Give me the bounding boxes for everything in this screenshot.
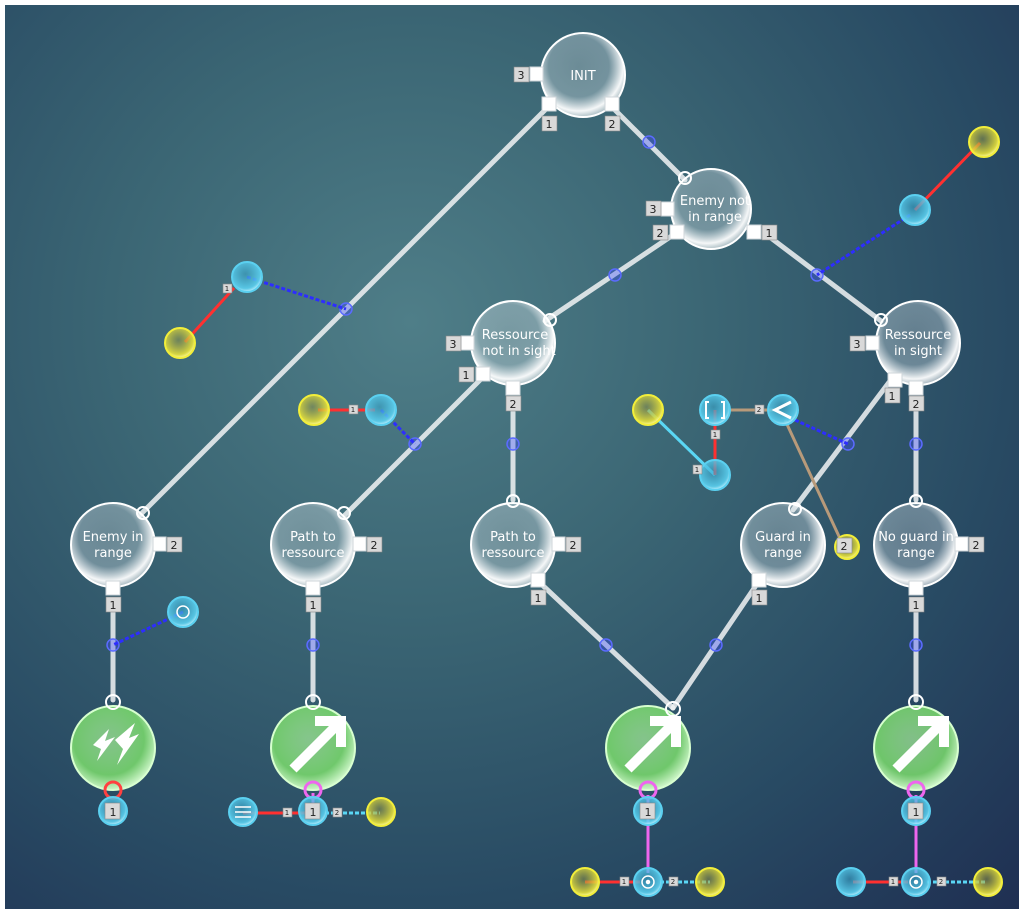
- port-badge: 1: [622, 878, 626, 886]
- port-badge: 1: [756, 592, 763, 605]
- node-init-label: INIT: [570, 69, 595, 84]
- port-badge: 1: [351, 406, 355, 414]
- port-badge: 3: [650, 203, 657, 216]
- node-label: in sight: [894, 344, 942, 359]
- less-than-icon: [771, 400, 792, 420]
- behavior-graph-canvas[interactable]: INIT 3 1 2 Enemy not in range 3 2 1 Ress…: [5, 5, 1019, 909]
- node-label: Guard in: [755, 530, 811, 545]
- port-badge: 3: [854, 338, 861, 351]
- node-label: Ressource: [482, 328, 548, 343]
- port-badge: 1: [766, 227, 773, 240]
- list-icon: [235, 806, 251, 818]
- port-badge: 2: [913, 398, 920, 411]
- port-badge: 1: [913, 806, 920, 819]
- port-badge: 1: [645, 806, 652, 819]
- node-enemy-in-range[interactable]: Enemy in range 2 1: [70, 502, 183, 613]
- port-badge: 3: [450, 338, 457, 351]
- port-badge: 2: [570, 539, 577, 552]
- node-label: Enemy not: [680, 194, 750, 209]
- port-badge: 2: [171, 539, 178, 552]
- port-badge: 1: [310, 806, 317, 819]
- arrow-up-right-icon: [289, 716, 346, 773]
- param-cluster-left[interactable]: 1: [164, 261, 263, 359]
- node-path-to-ressource-b[interactable]: Path to ressource 2 1: [470, 494, 582, 606]
- node-label: ressource: [481, 546, 544, 561]
- node-label: range: [764, 546, 802, 561]
- node-ressource-not-in-sight[interactable]: Ressource not in sight 3 1 2: [445, 300, 557, 412]
- port-badge: 1: [285, 809, 289, 817]
- node-label: Path to: [290, 530, 336, 545]
- node-label: in range: [688, 210, 742, 225]
- node-no-guard-in-range[interactable]: No guard in range 2 1: [873, 494, 985, 613]
- graph-svg: INIT 3 1 2 Enemy not in range 3 2 1 Ress…: [70, 32, 1003, 897]
- param-cluster-mid[interactable]: 1: [298, 394, 397, 426]
- node-label: ressource: [281, 546, 344, 561]
- port-badge: 1: [913, 599, 920, 612]
- node-path-to-ressource-a[interactable]: Path to ressource 2 1: [270, 502, 383, 613]
- port-badge: 1: [713, 431, 717, 439]
- node-label: range: [897, 546, 935, 561]
- port-badge: 2: [973, 539, 980, 552]
- target-icon: [909, 875, 923, 889]
- port-badge: 2: [671, 878, 675, 886]
- node-guard-in-range[interactable]: Guard in range 2 1: [740, 502, 860, 606]
- port-badge: 1: [535, 592, 542, 605]
- port-badge: 2: [335, 809, 339, 817]
- port-badge: 1: [110, 599, 117, 612]
- port-badge: 1: [310, 599, 317, 612]
- action-attack[interactable]: 1: [70, 694, 156, 826]
- node-label: Ressource: [885, 328, 951, 343]
- port-badge: 1: [891, 878, 895, 886]
- port-badge: 1: [546, 118, 553, 131]
- port-badge: 1: [110, 806, 117, 819]
- node-label: No guard in: [878, 530, 954, 545]
- node-enemy-not-in-range[interactable]: Enemy not in range 3 2 1: [645, 168, 778, 250]
- port-badge: 1: [889, 390, 896, 403]
- target-icon: [641, 875, 655, 889]
- port-badge: 2: [841, 540, 848, 553]
- lightning-attack-icon: [93, 723, 139, 765]
- action-move-b[interactable]: 1 1 2: [570, 701, 725, 897]
- port-badge: 2: [371, 539, 378, 552]
- node-label: range: [94, 546, 132, 561]
- bracket-icon: [705, 401, 725, 419]
- port-badge: 1: [463, 369, 470, 382]
- param-links: [112, 141, 985, 884]
- param-compare-cluster[interactable]: 1 2 1: [632, 394, 799, 491]
- node-label: Path to: [490, 530, 536, 545]
- node-label: Enemy in: [83, 530, 144, 545]
- param-target-node[interactable]: [167, 596, 199, 628]
- node-ressource-in-sight[interactable]: Ressource in sight 3 1 2: [849, 300, 961, 412]
- action-move-a[interactable]: 1 1 2: [228, 694, 396, 827]
- port-badge: 2: [510, 398, 517, 411]
- port-badge: 2: [657, 227, 664, 240]
- param-cluster-right[interactable]: [899, 126, 1000, 226]
- port-badge: 3: [518, 69, 525, 82]
- port-badge: 1: [225, 285, 229, 293]
- action-move-c[interactable]: 1 1 2: [836, 694, 1003, 897]
- arrow-up-right-icon: [624, 716, 681, 773]
- port-badge: 1: [695, 466, 699, 474]
- port-badge: 2: [757, 406, 761, 414]
- port-badge: 2: [939, 878, 943, 886]
- node-label: not in sight: [482, 344, 555, 359]
- arrow-up-right-icon: [892, 716, 949, 773]
- port-badge: 2: [609, 118, 616, 131]
- node-init[interactable]: INIT 3 1 2: [513, 32, 626, 132]
